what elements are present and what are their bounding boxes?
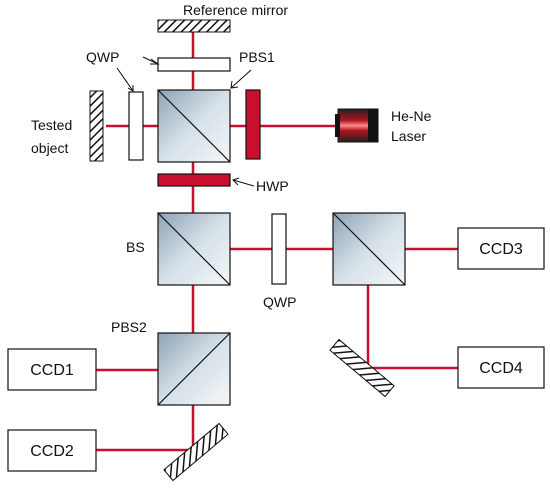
- arrow-qwp-top-head: [150, 58, 160, 65]
- bs-cube: [157, 212, 231, 286]
- ccd1-label: CCD1: [30, 362, 74, 379]
- hwp-plate-vertical: [245, 89, 261, 160]
- ccd2-box: CCD2: [7, 429, 97, 472]
- right-cube: [332, 212, 406, 286]
- ccd4-label: CCD4: [479, 360, 523, 377]
- arrow-hwp: [232, 179, 255, 187]
- qwp-plate-mid: [271, 213, 287, 285]
- pbs2-cube: [157, 332, 231, 406]
- qwp-mid-label: QWP: [263, 294, 296, 310]
- arrow-hwp-head: [232, 177, 240, 186]
- arrow-qwp-left: [116, 67, 134, 92]
- mirror-ccd2: [163, 422, 229, 482]
- arrow-qwp-left-head: [127, 85, 134, 92]
- tested-object-label-line2: object: [31, 140, 68, 156]
- hwp-plate-horizontal: [157, 173, 231, 187]
- ccd2-label: CCD2: [30, 443, 74, 460]
- ccd3-label: CCD3: [479, 241, 523, 258]
- ccd1-box: CCD1: [7, 348, 97, 391]
- qwp-top-label: QWP: [86, 49, 119, 65]
- pbs1-label: PBS1: [239, 49, 275, 65]
- qwp-plate-left: [128, 91, 144, 161]
- reference-mirror: [157, 19, 231, 33]
- tested-object-label-line1: Tested: [31, 117, 72, 133]
- he-ne-laser: [335, 108, 379, 143]
- pbs1-cube: [157, 89, 231, 163]
- tested-object: [89, 90, 104, 162]
- bs-label: BS: [126, 239, 145, 255]
- arrow-pbs1-head: [230, 80, 239, 89]
- arrow-pbs1: [230, 69, 252, 89]
- laser-label-line1: He-Ne: [391, 108, 432, 124]
- arrow-qwp-top: [142, 56, 159, 65]
- qwp-plate-top: [157, 57, 231, 72]
- ccd4-box: CCD4: [457, 346, 545, 389]
- laser-label-line2: Laser: [391, 128, 426, 144]
- hwp-label: HWP: [256, 178, 289, 194]
- pbs2-label: PBS2: [111, 319, 147, 335]
- ccd3-box: CCD3: [457, 227, 545, 270]
- reference-mirror-label: Reference mirror: [183, 2, 288, 18]
- mirror-ccd4: [329, 338, 395, 398]
